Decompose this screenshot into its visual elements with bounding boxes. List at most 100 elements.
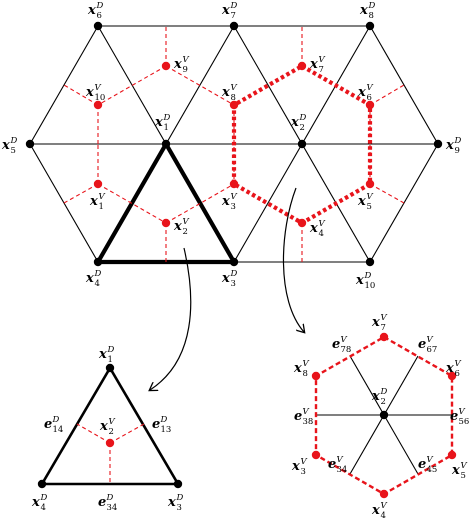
label-symbol: x [1, 138, 10, 153]
label-symbol: x [99, 419, 108, 434]
label-superscript: V [183, 217, 190, 227]
voronoi-mesh [63, 26, 405, 262]
label-symbol: x [89, 194, 98, 209]
label-superscript: D [380, 387, 388, 397]
label-superscript: D [94, 269, 102, 279]
vertex-x9V [161, 61, 171, 71]
detail-tri-vor-right [109, 423, 145, 444]
label-symbol: x [221, 271, 230, 286]
label-subscript: 13 [161, 425, 172, 435]
detail-hex-vertex-x8V [311, 371, 321, 381]
label-superscript: V [99, 192, 106, 202]
label-subscript: 14 [53, 425, 64, 435]
label-subscript: 4 [319, 229, 324, 239]
label-symbol: x [167, 495, 176, 510]
label-symbol: x [371, 315, 380, 330]
vertex-x8D [365, 21, 375, 31]
detail-hex-vertex-x3V [311, 450, 321, 460]
label-superscript: V [303, 359, 310, 369]
vor-edge-x1-x2 [97, 183, 167, 224]
primal-vertex-dots [25, 21, 443, 267]
label-superscript: D [230, 1, 238, 11]
vor-edge-x2-x3 [165, 183, 235, 224]
vertex-x1D [161, 139, 171, 149]
label-superscript: V [427, 455, 434, 465]
label-subscript: 10 [365, 281, 376, 291]
label-subscript: 8 [369, 11, 374, 21]
detail-triangle [39, 365, 181, 486]
label-symbol: x [221, 85, 230, 100]
vertex-x7D [229, 21, 239, 31]
label-superscript: V [231, 83, 238, 93]
vertex-x3D [229, 257, 239, 267]
label-superscript: V [427, 335, 434, 345]
label-symbol: e [98, 495, 106, 510]
label-subscript: 34 [337, 465, 348, 475]
label-symbol: x [31, 495, 40, 510]
vertex-x2V [161, 218, 171, 228]
edge-x8-x9 [369, 25, 439, 145]
detail-hex-vertex-x6V [447, 371, 457, 381]
label-symbol: x [173, 57, 182, 72]
label-superscript: V [459, 407, 466, 417]
label-superscript: V [183, 55, 190, 65]
label-symbol: x [445, 361, 454, 376]
label-subscript: 4 [41, 503, 46, 513]
label-subscript: 2 [381, 397, 386, 407]
vertex-x4D [93, 257, 103, 267]
label-symbol: e [418, 457, 426, 472]
detail-hex-vertex-x5V [447, 450, 457, 460]
detail-tri-vor-left [76, 423, 111, 444]
label-subscript: 45 [427, 465, 438, 475]
label-symbol: e [294, 409, 302, 424]
vertex-x1V [93, 179, 103, 189]
vertex-x4V [297, 218, 307, 228]
label-subscript: 56 [459, 417, 470, 427]
label-superscript: D [106, 493, 114, 503]
label-symbol: e [152, 417, 160, 432]
label-symbol: x [309, 57, 318, 72]
vor-edge-x5-right [369, 183, 405, 204]
label-subscript: 5 [11, 146, 16, 156]
label-symbol: x [357, 85, 366, 100]
label-subscript: 6 [455, 369, 460, 379]
label-symbol: x [445, 138, 454, 153]
label-symbol: x [290, 115, 299, 130]
label-symbol: x [85, 85, 94, 100]
label-subscript: 7 [319, 65, 324, 75]
label-superscript: V [367, 83, 374, 93]
label-subscript: 3 [231, 202, 236, 212]
label-subscript: 8 [231, 93, 236, 103]
label-superscript: V [231, 192, 238, 202]
label-symbol: x [371, 503, 380, 518]
label-symbol: e [450, 409, 458, 424]
label-superscript: D [163, 113, 171, 123]
label-subscript: 3 [301, 467, 306, 477]
label-subscript: 6 [97, 11, 102, 21]
label-symbol: x [154, 115, 163, 130]
label-superscript: D [96, 1, 104, 11]
label-symbol: x [357, 194, 366, 209]
label-superscript: V [319, 219, 326, 229]
label-subscript: 7 [231, 11, 236, 21]
